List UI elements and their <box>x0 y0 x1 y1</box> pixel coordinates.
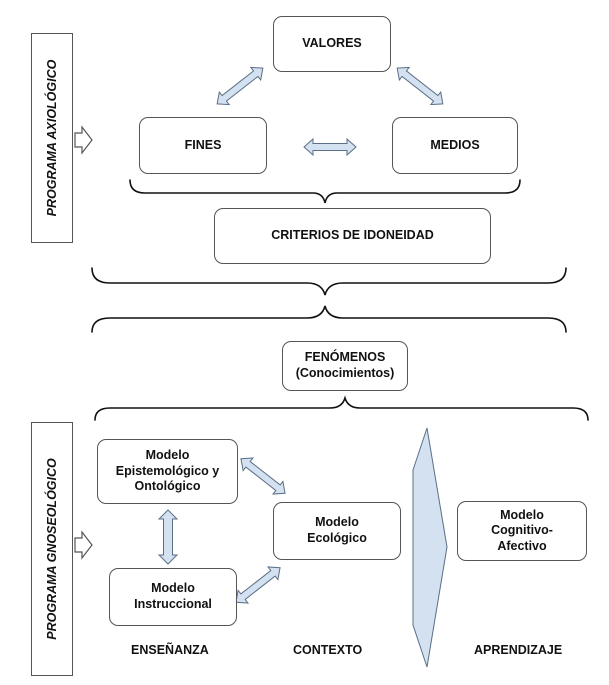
instruccional-line2: Instruccional <box>134 597 212 611</box>
brace-fenomenos-bottom <box>94 395 589 421</box>
program-gnoseologico-text: PROGRAMA GNOSEOLÓGICO <box>45 458 59 640</box>
box-instruccional: Modelo Instruccional <box>109 568 237 626</box>
box-fines: FINES <box>139 117 267 174</box>
instruccional-line1: Modelo <box>151 581 195 596</box>
caption-aprendizaje: APRENDIZAJE <box>474 643 563 657</box>
box-fenomenos: FENÓMENOS (Conocimientos) <box>282 341 408 391</box>
box-medios: MEDIOS <box>392 117 518 174</box>
double-arrow-fines-medios <box>303 137 357 157</box>
big-arrow-aprendizaje <box>412 427 448 668</box>
brace-axiologico-bottom <box>91 267 567 296</box>
box-epistemologico: Modelo Epistemológico y Ontológico <box>97 439 238 504</box>
pointer-arrow-gnoseologico <box>74 530 93 560</box>
caption-ensenanza: ENSEÑANZA <box>131 643 209 657</box>
medios-label: MEDIOS <box>430 137 480 152</box>
double-arrow-instruccional-ecologico <box>235 566 281 604</box>
fines-label: FINES <box>184 137 222 152</box>
criterios-label: CRITERIOS DE IDONEIDAD <box>271 228 434 243</box>
cognitivo-line2: Cognitivo- <box>491 523 553 538</box>
program-axiologico-label: PROGRAMA AXIOLÓGICO <box>31 33 73 243</box>
cognitivo-line1: Modelo <box>500 507 544 522</box>
epistemologico-line3: Ontológico <box>134 479 201 494</box>
program-axiologico-text: PROGRAMA AXIOLÓGICO <box>45 59 59 217</box>
valores-label: VALORES <box>302 36 362 51</box>
ecologico-line2: Ecológico <box>307 531 367 545</box>
caption-contexto: CONTEXTO <box>293 643 363 657</box>
double-arrow-valores-medios <box>396 66 444 106</box>
double-arrow-epistemologico-ecologico <box>240 457 286 495</box>
epistemologico-line2: Epistemológico y <box>115 463 220 478</box>
box-valores: VALORES <box>273 16 391 72</box>
brace-fines-medios <box>129 179 521 204</box>
box-criterios: CRITERIOS DE IDONEIDAD <box>214 208 491 264</box>
box-cognitivo: Modelo Cognitivo- Afectivo <box>457 501 587 561</box>
epistemologico-line1: Modelo <box>145 448 190 463</box>
cognitivo-line3: Afectivo <box>497 538 547 553</box>
box-ecologico: Modelo Ecológico <box>273 502 401 560</box>
ecologico-line1: Modelo <box>315 515 359 530</box>
pointer-arrow-axiologico <box>74 125 93 155</box>
double-arrow-valores-fines <box>216 66 264 106</box>
fenomenos-line1: FENÓMENOS <box>304 350 386 365</box>
program-gnoseologico-label: PROGRAMA GNOSEOLÓGICO <box>31 422 73 676</box>
brace-fenomenos-top <box>91 305 567 333</box>
fenomenos-line2: (Conocimientos) <box>295 366 395 380</box>
double-arrow-epistemologico-instruccional <box>157 509 179 565</box>
